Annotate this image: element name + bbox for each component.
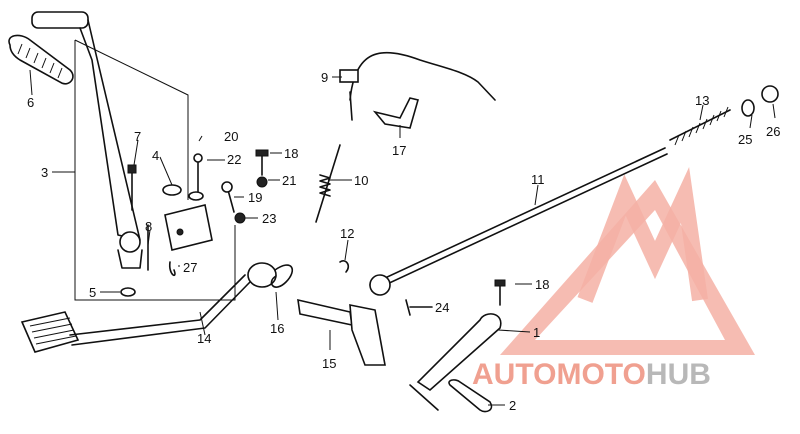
leader-lines (29, 69, 776, 406)
callout-13: 13 (695, 93, 709, 108)
return-spring (315, 144, 341, 223)
brake-cable (339, 51, 496, 129)
brake-rod (369, 147, 668, 296)
watermark-brand-part1: AUTOMOTO (472, 358, 646, 391)
rod-adjuster (669, 85, 779, 146)
callout-4: 4 (152, 148, 159, 163)
callout-10: 10 (354, 173, 368, 188)
callout-12: 12 (340, 226, 354, 241)
callout-2: 2 (509, 398, 516, 413)
callout-19: 19 (248, 190, 262, 205)
callout-18-lower: 18 (535, 277, 549, 292)
callout-26: 26 (766, 124, 780, 139)
callout-18-upper: 18 (284, 146, 298, 161)
callout-5: 5 (89, 285, 96, 300)
kickstart-grip (8, 34, 74, 85)
callout-22: 22 (227, 152, 241, 167)
pivot-shaft (297, 298, 386, 366)
fasteners-cluster (120, 149, 269, 297)
lever-frame-lines (74, 39, 236, 301)
kickstart-lever (31, 11, 143, 269)
callout-15: 15 (322, 356, 336, 371)
callout-24: 24 (435, 300, 449, 315)
watermark-text: AUTOMOTOHUB (472, 358, 711, 391)
callout-3: 3 (41, 165, 48, 180)
callout-21: 21 (282, 173, 296, 188)
callout-25: 25 (738, 132, 752, 147)
callout-23: 23 (262, 211, 276, 226)
brake-pedal (20, 262, 294, 353)
watermark-brand-part2: HUB (646, 358, 711, 391)
callout-17: 17 (392, 143, 406, 158)
callout-20: 20 (224, 129, 238, 144)
callout-9: 9 (321, 70, 328, 85)
callouts: 1 2 3 4 5 6 7 8 9 10 11 12 13 14 15 16 1… (27, 70, 780, 413)
callout-11: 11 (531, 172, 545, 187)
callout-16: 16 (270, 321, 284, 336)
clip-pin (339, 260, 350, 273)
callout-1: 1 (533, 325, 540, 340)
callout-14: 14 (197, 331, 211, 346)
shift-lever (405, 279, 506, 413)
callout-6: 6 (27, 95, 34, 110)
callout-27: 27 (183, 260, 197, 275)
callout-8: 8 (145, 219, 152, 234)
callout-7: 7 (134, 129, 141, 144)
watermark-logo (500, 167, 755, 355)
